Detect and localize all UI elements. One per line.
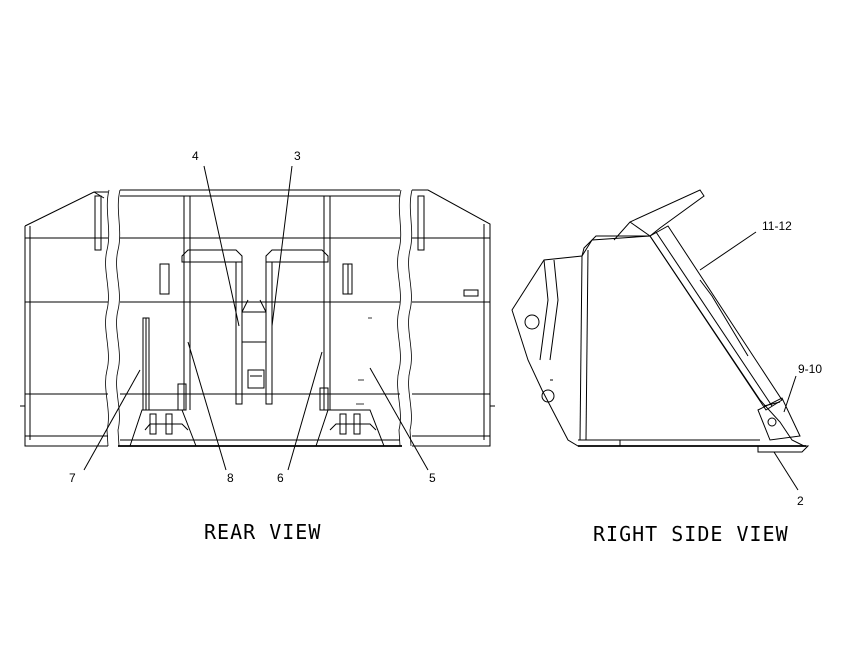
callout-9-10: 9-10	[798, 362, 822, 376]
rear-view-drawing	[20, 189, 495, 447]
leader-3	[271, 165, 293, 327]
leader-6	[287, 351, 323, 471]
leader-11-12	[699, 231, 757, 271]
callout-8: 8	[227, 471, 234, 485]
right-side-view-title: RIGHT SIDE VIEW	[593, 522, 789, 546]
rear-view-leaders	[83, 165, 429, 471]
callout-5: 5	[429, 471, 436, 485]
leader-8	[187, 341, 227, 471]
right-side-view-leaders	[699, 231, 799, 491]
leader-2	[773, 451, 799, 491]
callout-7: 7	[69, 471, 76, 485]
leader-4	[203, 165, 240, 327]
callout-6: 6	[277, 471, 284, 485]
callout-11-12: 11-12	[762, 219, 792, 233]
callout-4: 4	[192, 149, 199, 163]
leader-9-10	[783, 375, 797, 413]
callout-2: 2	[797, 494, 804, 508]
leader-5	[369, 367, 429, 471]
right-side-view-drawing	[511, 189, 810, 453]
leader-7	[83, 369, 141, 471]
callout-3: 3	[294, 149, 301, 163]
rear-view-title: REAR VIEW	[204, 520, 321, 544]
